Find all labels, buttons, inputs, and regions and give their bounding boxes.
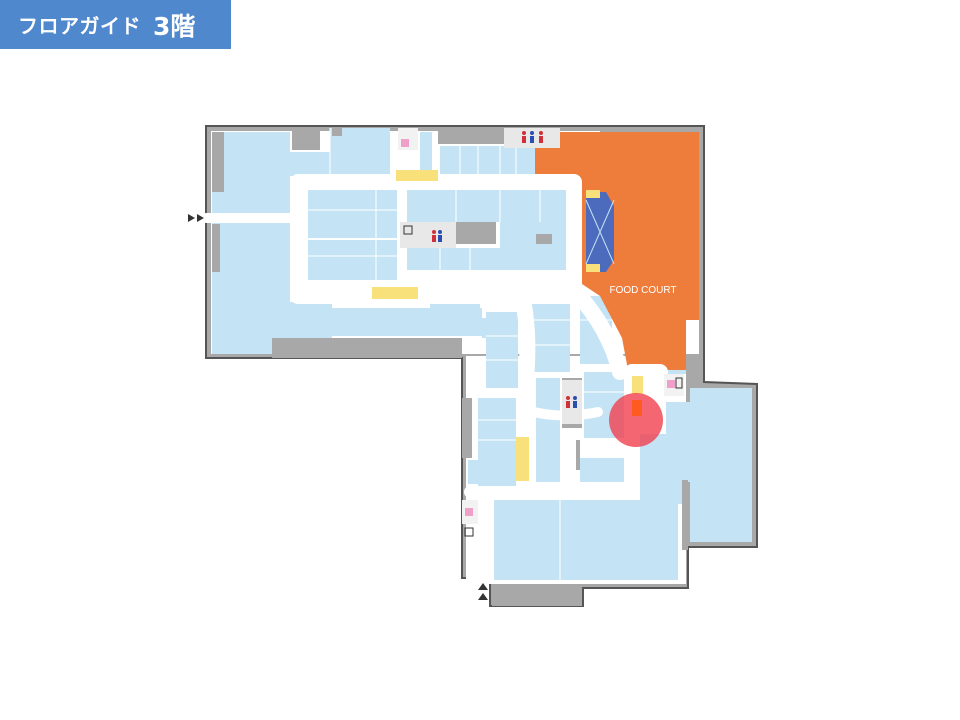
baby-room-icon[interactable] — [401, 139, 675, 516]
escalator-icon[interactable] — [586, 190, 600, 198]
shop-area[interactable] — [212, 132, 290, 152]
shop-area[interactable] — [420, 132, 432, 176]
escalator-icon[interactable] — [632, 376, 643, 394]
shop-area[interactable] — [486, 312, 518, 388]
shop-area[interactable] — [666, 402, 690, 482]
escalators[interactable] — [372, 170, 643, 481]
shop-area[interactable] — [468, 460, 488, 484]
floor-number: 3階 — [153, 11, 196, 41]
restroom-icon[interactable] — [432, 230, 442, 242]
shop-area[interactable] — [580, 458, 624, 484]
shop-area[interactable] — [494, 500, 678, 580]
shop-area[interactable] — [532, 296, 570, 372]
escalator-icon[interactable] — [586, 264, 600, 272]
current-location-marker[interactable] — [609, 393, 663, 447]
food-court-label: FOOD COURT — [609, 285, 676, 296]
restroom-icon[interactable] — [566, 396, 577, 408]
escalator-icon[interactable] — [396, 170, 438, 181]
shop-area[interactable] — [500, 222, 566, 270]
shop-area[interactable] — [690, 388, 752, 542]
elevator-icon[interactable] — [403, 225, 683, 537]
escalator-icon[interactable] — [516, 437, 529, 481]
floor-guide-header: フロアガイド 3階 — [0, 0, 231, 49]
shop-area[interactable] — [536, 378, 560, 482]
shop-partitions — [308, 128, 624, 580]
entrance-arrow-icon[interactable] — [188, 214, 488, 600]
restroom-icon[interactable] — [522, 131, 543, 143]
escalator-icon[interactable] — [372, 287, 418, 299]
shop-area[interactable] — [440, 146, 535, 176]
shop-area[interactable] — [406, 248, 500, 270]
shop-area[interactable] — [308, 240, 398, 280]
shop-area[interactable] — [272, 302, 332, 338]
atrium-elevator[interactable] — [585, 192, 615, 272]
shop-area[interactable] — [290, 152, 330, 176]
floor-guide-title: フロアガイド — [18, 14, 141, 38]
shop-area[interactable] — [308, 190, 398, 238]
shop-area[interactable] — [406, 190, 566, 222]
